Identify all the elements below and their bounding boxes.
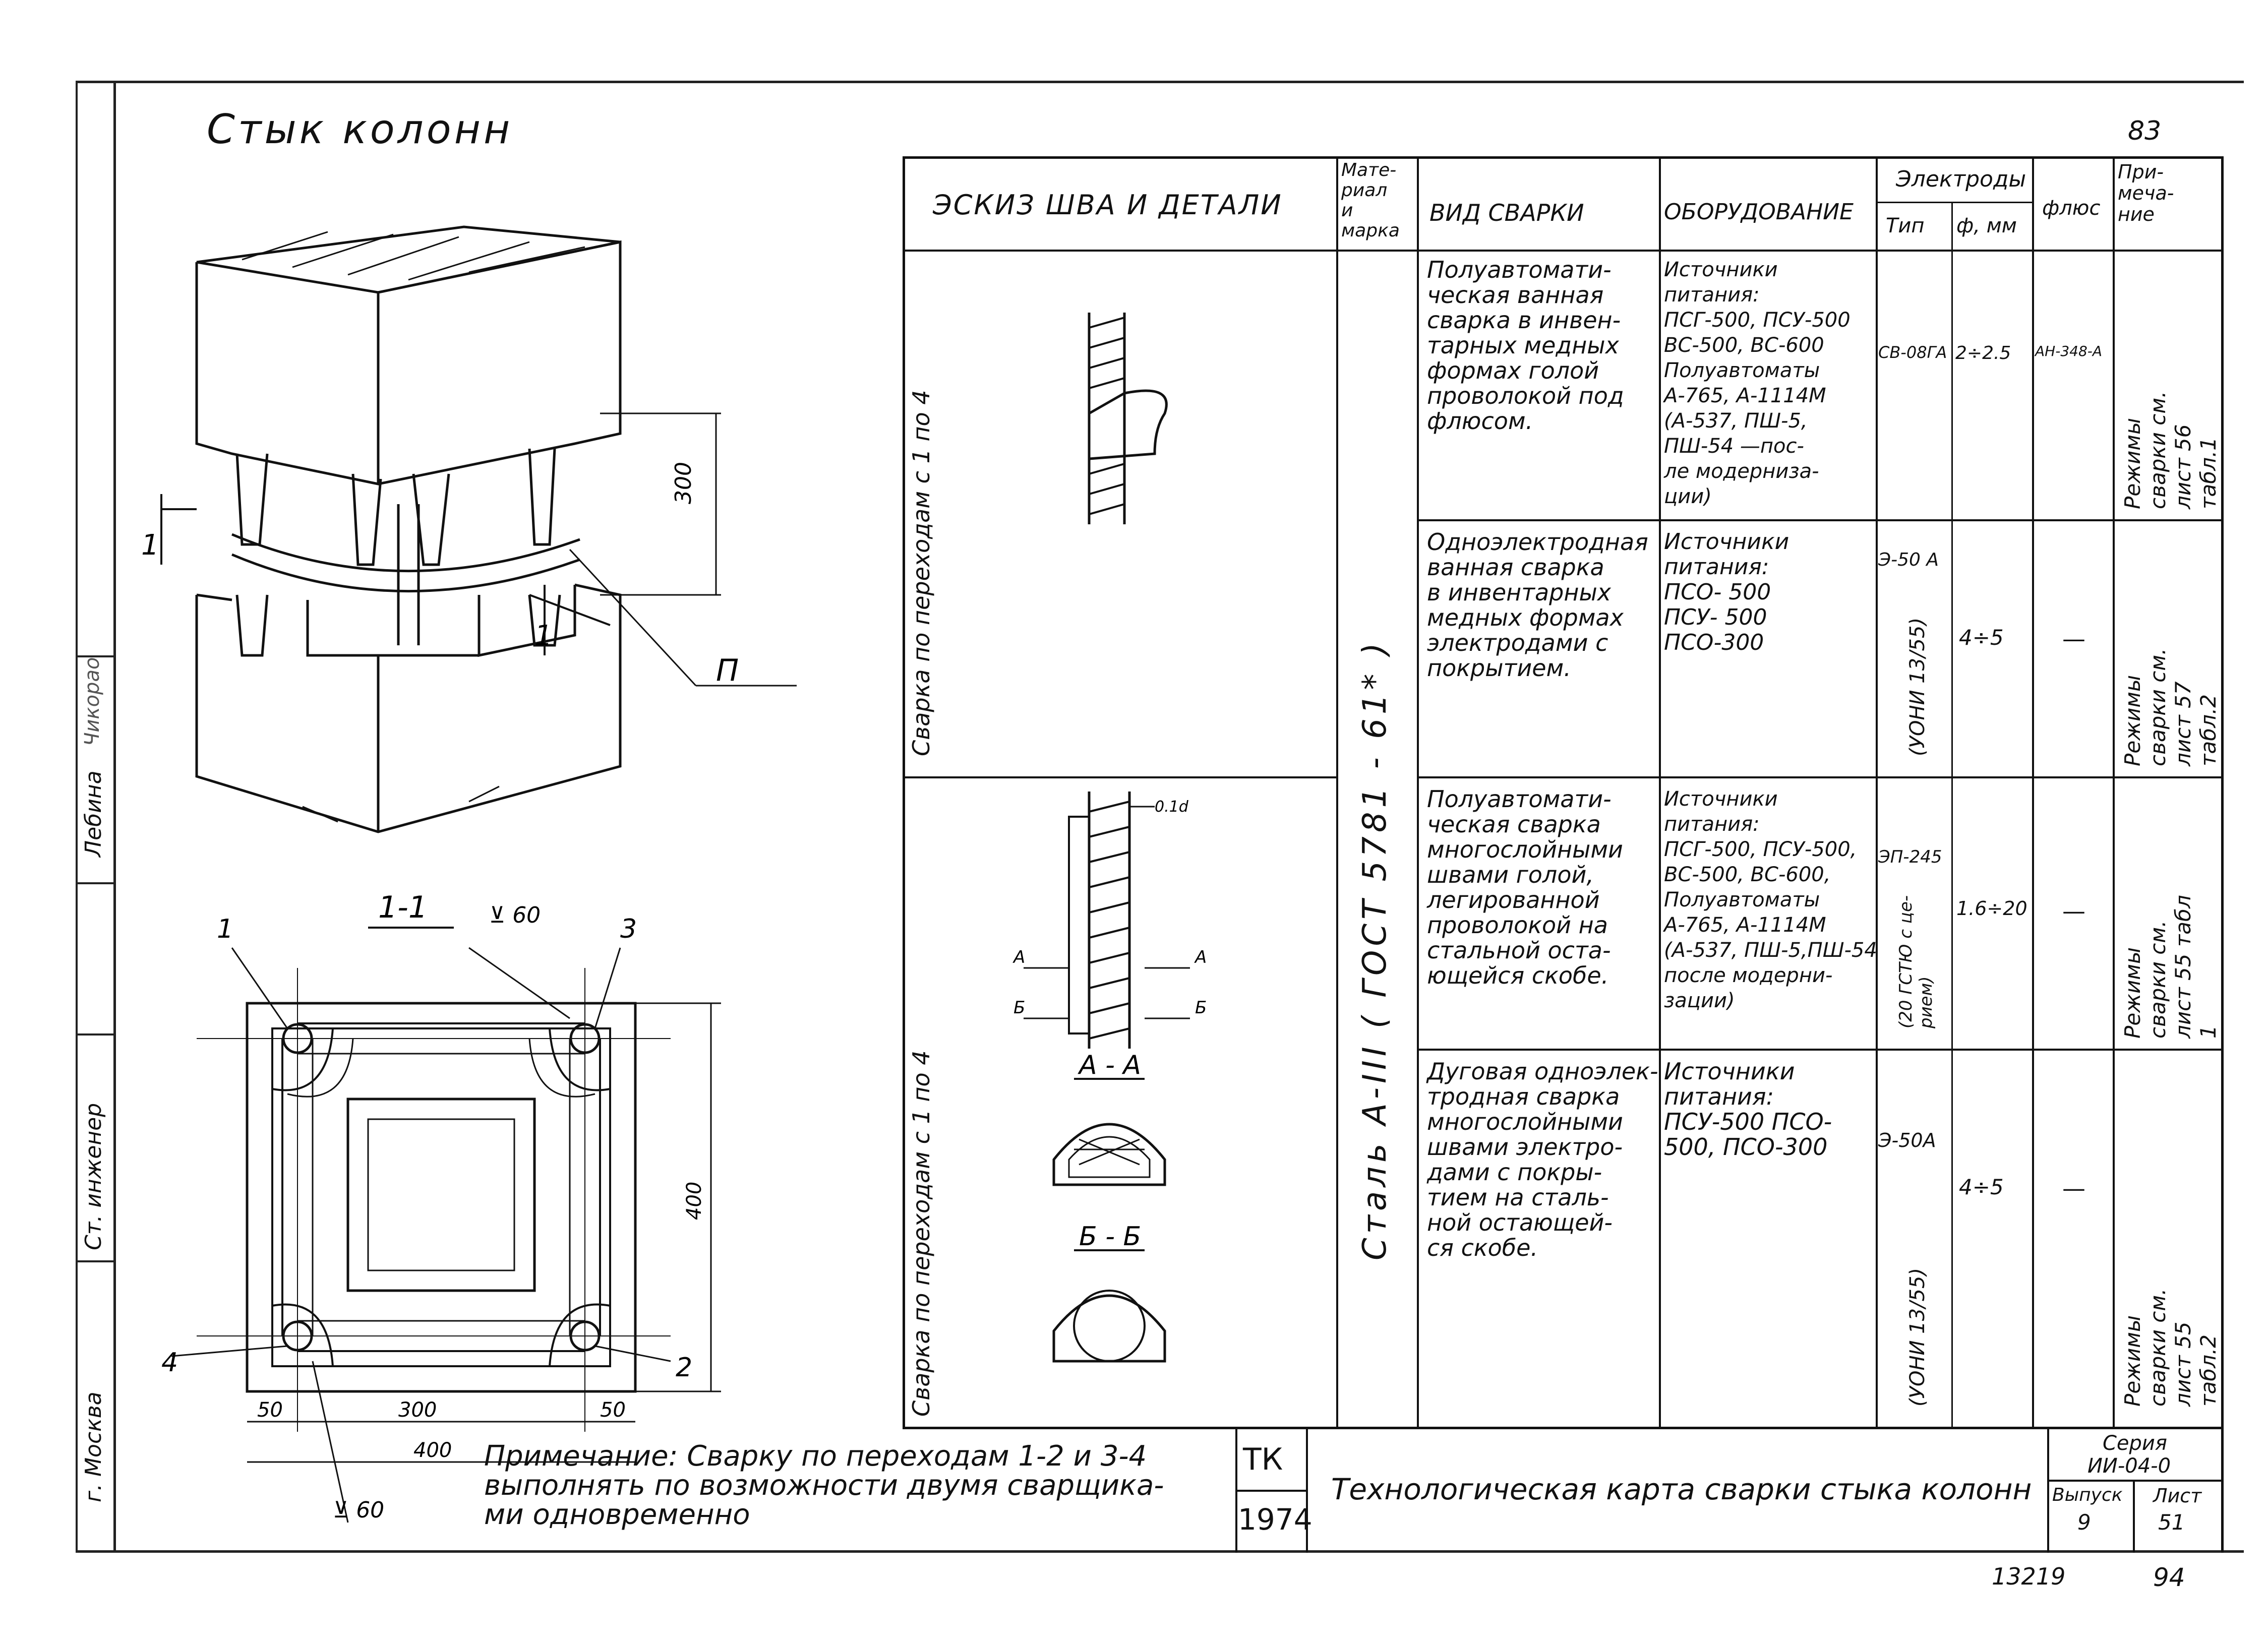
frame-top	[76, 81, 2244, 83]
header-electrodes: Электроды	[1896, 166, 2026, 192]
frame-left	[113, 81, 116, 1553]
note-line-1: Примечание: Сварку по переходам 1-2 и 3-…	[484, 1440, 1147, 1473]
callout-2: 2	[676, 1353, 692, 1383]
header-el-type: Тип	[1886, 214, 1925, 237]
group2-label: Сварка по переходам с 1 по 4	[908, 1050, 935, 1417]
row1-flux: АН-348-А	[2035, 343, 2103, 359]
header-material: Мате- риал и марка	[1341, 160, 1400, 241]
strip-label-engineer: Ст. инженер	[81, 1103, 106, 1250]
weld-sketches: 0.1d А А Б Б А - А Б - Б	[1012, 313, 1207, 1363]
mark-a-left: А	[1012, 947, 1025, 967]
dim-300-plan: 300	[398, 1398, 437, 1422]
row4-weld-type: Дуговая одноэлек- тродная сварка многосл…	[1427, 1058, 1658, 1261]
strip-divider	[76, 1033, 115, 1036]
sheet-value: 51	[2158, 1510, 2185, 1535]
dim-400-horiz: 400	[413, 1439, 452, 1462]
series-label: Серия	[2103, 1432, 2167, 1455]
row3-weld-type: Полуавтомати- ческая сварка многослойным…	[1427, 785, 1623, 989]
note-text: Примечание: Сварку по переходам 1-2 и 3-…	[484, 1442, 1164, 1530]
row3-el-type: ЭП-245	[1878, 847, 1942, 867]
label-p: П	[716, 653, 739, 688]
row2-note: Режимы сварки см. лист 57 табл.2	[2120, 648, 2221, 766]
frame-bottom	[76, 1550, 2244, 1553]
note-line-3: ми одновременно	[484, 1498, 750, 1531]
header-weld-type: ВИД СВАРКИ	[1429, 199, 1584, 226]
row2-el-type: Э-50 А	[1878, 550, 1939, 570]
note-line-2: выполнять по возможности двумя сварщика-	[484, 1469, 1164, 1502]
row2-el-note: (УОНИ 13/55)	[1906, 617, 1929, 756]
header-sketch: ЭСКИЗ ШВА И ДЕТАЛИ	[933, 189, 1283, 221]
row3-equipment: Источники питания: ПСГ-500, ПСУ-500, ВС-…	[1664, 787, 1877, 1012]
row2-weld-type: Одноэлектродная ванная сварка в инвентар…	[1427, 528, 1648, 682]
row4-el-type: Э-50А	[1878, 1129, 1936, 1151]
dim-300: 300	[671, 462, 696, 504]
year-label: 1974	[1238, 1502, 1312, 1537]
strip-outer-line	[76, 81, 78, 1553]
section-title: 1-1	[378, 890, 428, 925]
strip-divider	[76, 1260, 115, 1262]
tk-label: ТК	[1243, 1442, 1283, 1477]
dim-50a: 50	[257, 1398, 283, 1422]
section-aa-title: А - А	[1078, 1050, 1141, 1080]
dim-400-vert: 400	[683, 1182, 706, 1220]
row1-equipment: Источники питания: ПСГ-500, ПСУ-500 ВС-5…	[1664, 258, 1851, 508]
row1-note: Режимы сварки см. лист 56 табл.1	[2120, 391, 2221, 509]
row4-note: Режимы сварки см. лист 55 табл.2	[2120, 1288, 2221, 1407]
section-mark-1a: 1	[141, 529, 159, 562]
bottom-number-1: 13219	[1992, 1563, 2066, 1590]
mark-a-right: А	[1194, 947, 1207, 967]
weld-symbol-top: ⊻ 60	[489, 902, 541, 928]
row3-note: Режимы сварки см. лист 55 табл 1	[2120, 895, 2221, 1039]
callout-1: 1	[217, 914, 233, 944]
header-equipment: ОБОРУДОВАНИЕ	[1664, 199, 1854, 225]
row2-el-diam: 4÷5	[1959, 625, 2004, 650]
strip-label-name: Лебина	[81, 770, 106, 857]
strip-divider	[76, 882, 115, 884]
dim-label: 0.1d	[1155, 798, 1189, 816]
dim-50b: 50	[600, 1398, 626, 1422]
row2-equipment: Источники питания: ПСО- 500 ПСУ- 500 ПСО…	[1664, 529, 1789, 655]
row3-el-note: (20 ГСТЮ с це- рием)	[1896, 895, 1936, 1028]
material-text: Сталь А-III ( ГОСТ 5781 - 61* )	[1356, 639, 1394, 1260]
row1-weld-type: Полуавтомати- ческая ванная сварка в инв…	[1427, 256, 1624, 435]
strip-label-city: г. Москва	[81, 1391, 106, 1502]
callout-3: 3	[620, 914, 637, 944]
column-joint-drawing: 300 1 1 П	[141, 225, 797, 1523]
weld-symbol-bottom: ⊻ 60	[333, 1497, 384, 1523]
row4-el-note: (УОНИ 13/55)	[1906, 1267, 1929, 1407]
row3-flux: —	[2062, 897, 2085, 925]
header-el-diam: ф, мм	[1956, 214, 2017, 237]
section-mark-1b: 1	[534, 620, 553, 652]
strip-label-name2: Чикорао	[81, 657, 104, 746]
row1-el-type: СВ-08ГА	[1878, 343, 1947, 362]
callout-4: 4	[161, 1348, 178, 1378]
group1-label: Сварка по переходам с 1 по 4	[908, 390, 935, 756]
strip-divider	[76, 655, 115, 657]
title-block-title: Технологическая карта сварки стыка колон…	[1331, 1472, 2032, 1506]
sheet-title: Стык колонн	[207, 106, 513, 153]
header-flux: флюс	[2042, 197, 2101, 220]
row3-el-diam: 1.6÷20	[1956, 897, 2027, 920]
mark-b-right: Б	[1195, 998, 1207, 1018]
series-value: ИИ-04-0	[2087, 1454, 2171, 1478]
row1-el-diam: 2÷2.5	[1955, 343, 2011, 363]
section-bb-title: Б - Б	[1079, 1222, 1141, 1252]
row4-el-diam: 4÷5	[1959, 1175, 2004, 1199]
corner-page-number: 83	[2128, 116, 2162, 146]
sheet-label: Лист	[2153, 1485, 2202, 1507]
row4-flux: —	[2062, 1175, 2085, 1202]
row2-flux: —	[2062, 625, 2085, 652]
issue-label: Выпуск	[2052, 1485, 2123, 1505]
issue-value: 9	[2077, 1510, 2091, 1535]
header-note: При- меча- ние	[2118, 161, 2174, 225]
bottom-number-2: 94	[2153, 1563, 2185, 1592]
mark-b-left: Б	[1013, 998, 1025, 1018]
row4-equipment: Источники питания: ПСУ-500 ПСО- 500, ПСО…	[1664, 1058, 1832, 1161]
